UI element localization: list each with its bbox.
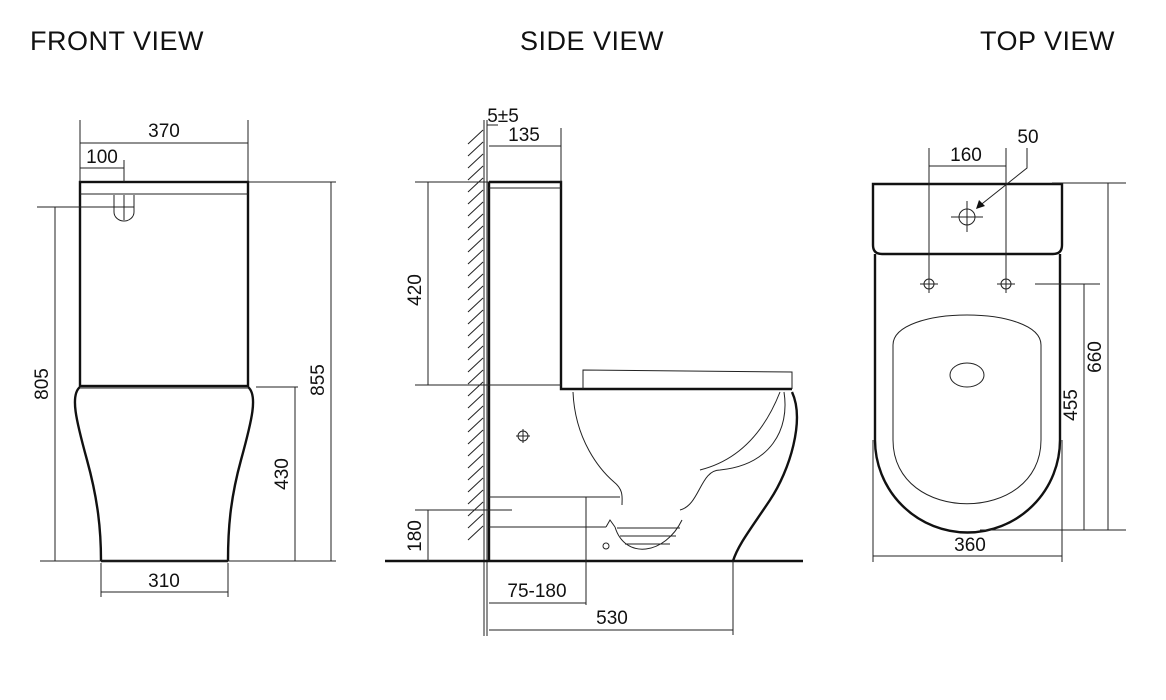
overflow-icon [113,195,135,222]
hatch-line [467,177,484,193]
top-view-drawing: 160 50 660 455 360 [871,127,1126,562]
hatch-line [467,405,484,421]
hatch-line [467,285,484,301]
hatch-line [467,309,484,325]
hatch-line [467,225,484,241]
side-view-title: SIDE VIEW [520,26,665,56]
hatch-line [467,513,484,529]
dim-360: 360 [954,535,986,556]
dim-805: 805 [32,368,53,400]
hatch-line [467,489,484,505]
hatch-line [467,189,484,205]
hatch-line [467,321,484,337]
dim-370: 370 [148,121,180,142]
hatch-line [467,417,484,433]
dim-160: 160 [950,145,982,166]
top-view-title: TOP VIEW [980,26,1116,56]
hatch-line [467,453,484,469]
dim-75-180: 75-180 [507,581,566,602]
dim-455: 455 [1061,389,1082,421]
hatch-line [467,429,484,445]
hatch-line [467,261,484,277]
top-bowl [873,254,1062,534]
front-view-title: FRONT VIEW [30,26,205,56]
hatch-line [467,165,484,181]
side-seat [582,369,793,389]
dim-660: 660 [1085,341,1106,373]
bowl-inner [572,391,623,506]
wall-hatch [483,120,488,636]
top-seat [892,314,1042,505]
hatch-line [467,333,484,349]
hatch-line [467,465,484,481]
top-tank [871,182,1064,256]
dim-430: 430 [272,458,293,490]
hatch-line [467,201,484,217]
dim-310: 310 [148,571,180,592]
dim-135: 135 [508,125,540,146]
front-bowl-left [73,386,103,562]
front-bowl-right [226,386,255,562]
hatch-line [467,345,484,361]
hatch-line [467,369,484,385]
hatch-line [467,381,484,397]
dim-855: 855 [308,364,329,396]
hatch-line [467,393,484,409]
front-tank [78,180,250,388]
dim-180: 180 [405,520,426,552]
hatch-line [467,297,484,313]
front-view-drawing: 370 100 805 855 430 310 [32,120,336,597]
dim-5pm5: 5±5 [487,106,519,127]
side-view-drawing: 5±5 135 420 180 75-180 530 [385,106,803,636]
hatch-line [467,525,484,541]
hatch-line [467,249,484,265]
hatch-line [467,153,484,169]
hatch-line [467,237,484,253]
bowl-outlet [949,362,985,388]
side-tank [489,180,792,391]
dim-50: 50 [1017,127,1038,148]
hatch-line [467,441,484,457]
hatch-line [467,501,484,517]
hatch-line [467,213,484,229]
dim-420: 420 [405,274,426,306]
hatch-line [467,141,484,157]
hatch-line [467,477,484,493]
dim-530: 530 [596,608,628,629]
side-bowl-front [731,391,799,562]
hatch-line [467,129,484,145]
hatch-line [467,273,484,289]
hatch-line [467,357,484,373]
dim-100: 100 [86,147,118,168]
